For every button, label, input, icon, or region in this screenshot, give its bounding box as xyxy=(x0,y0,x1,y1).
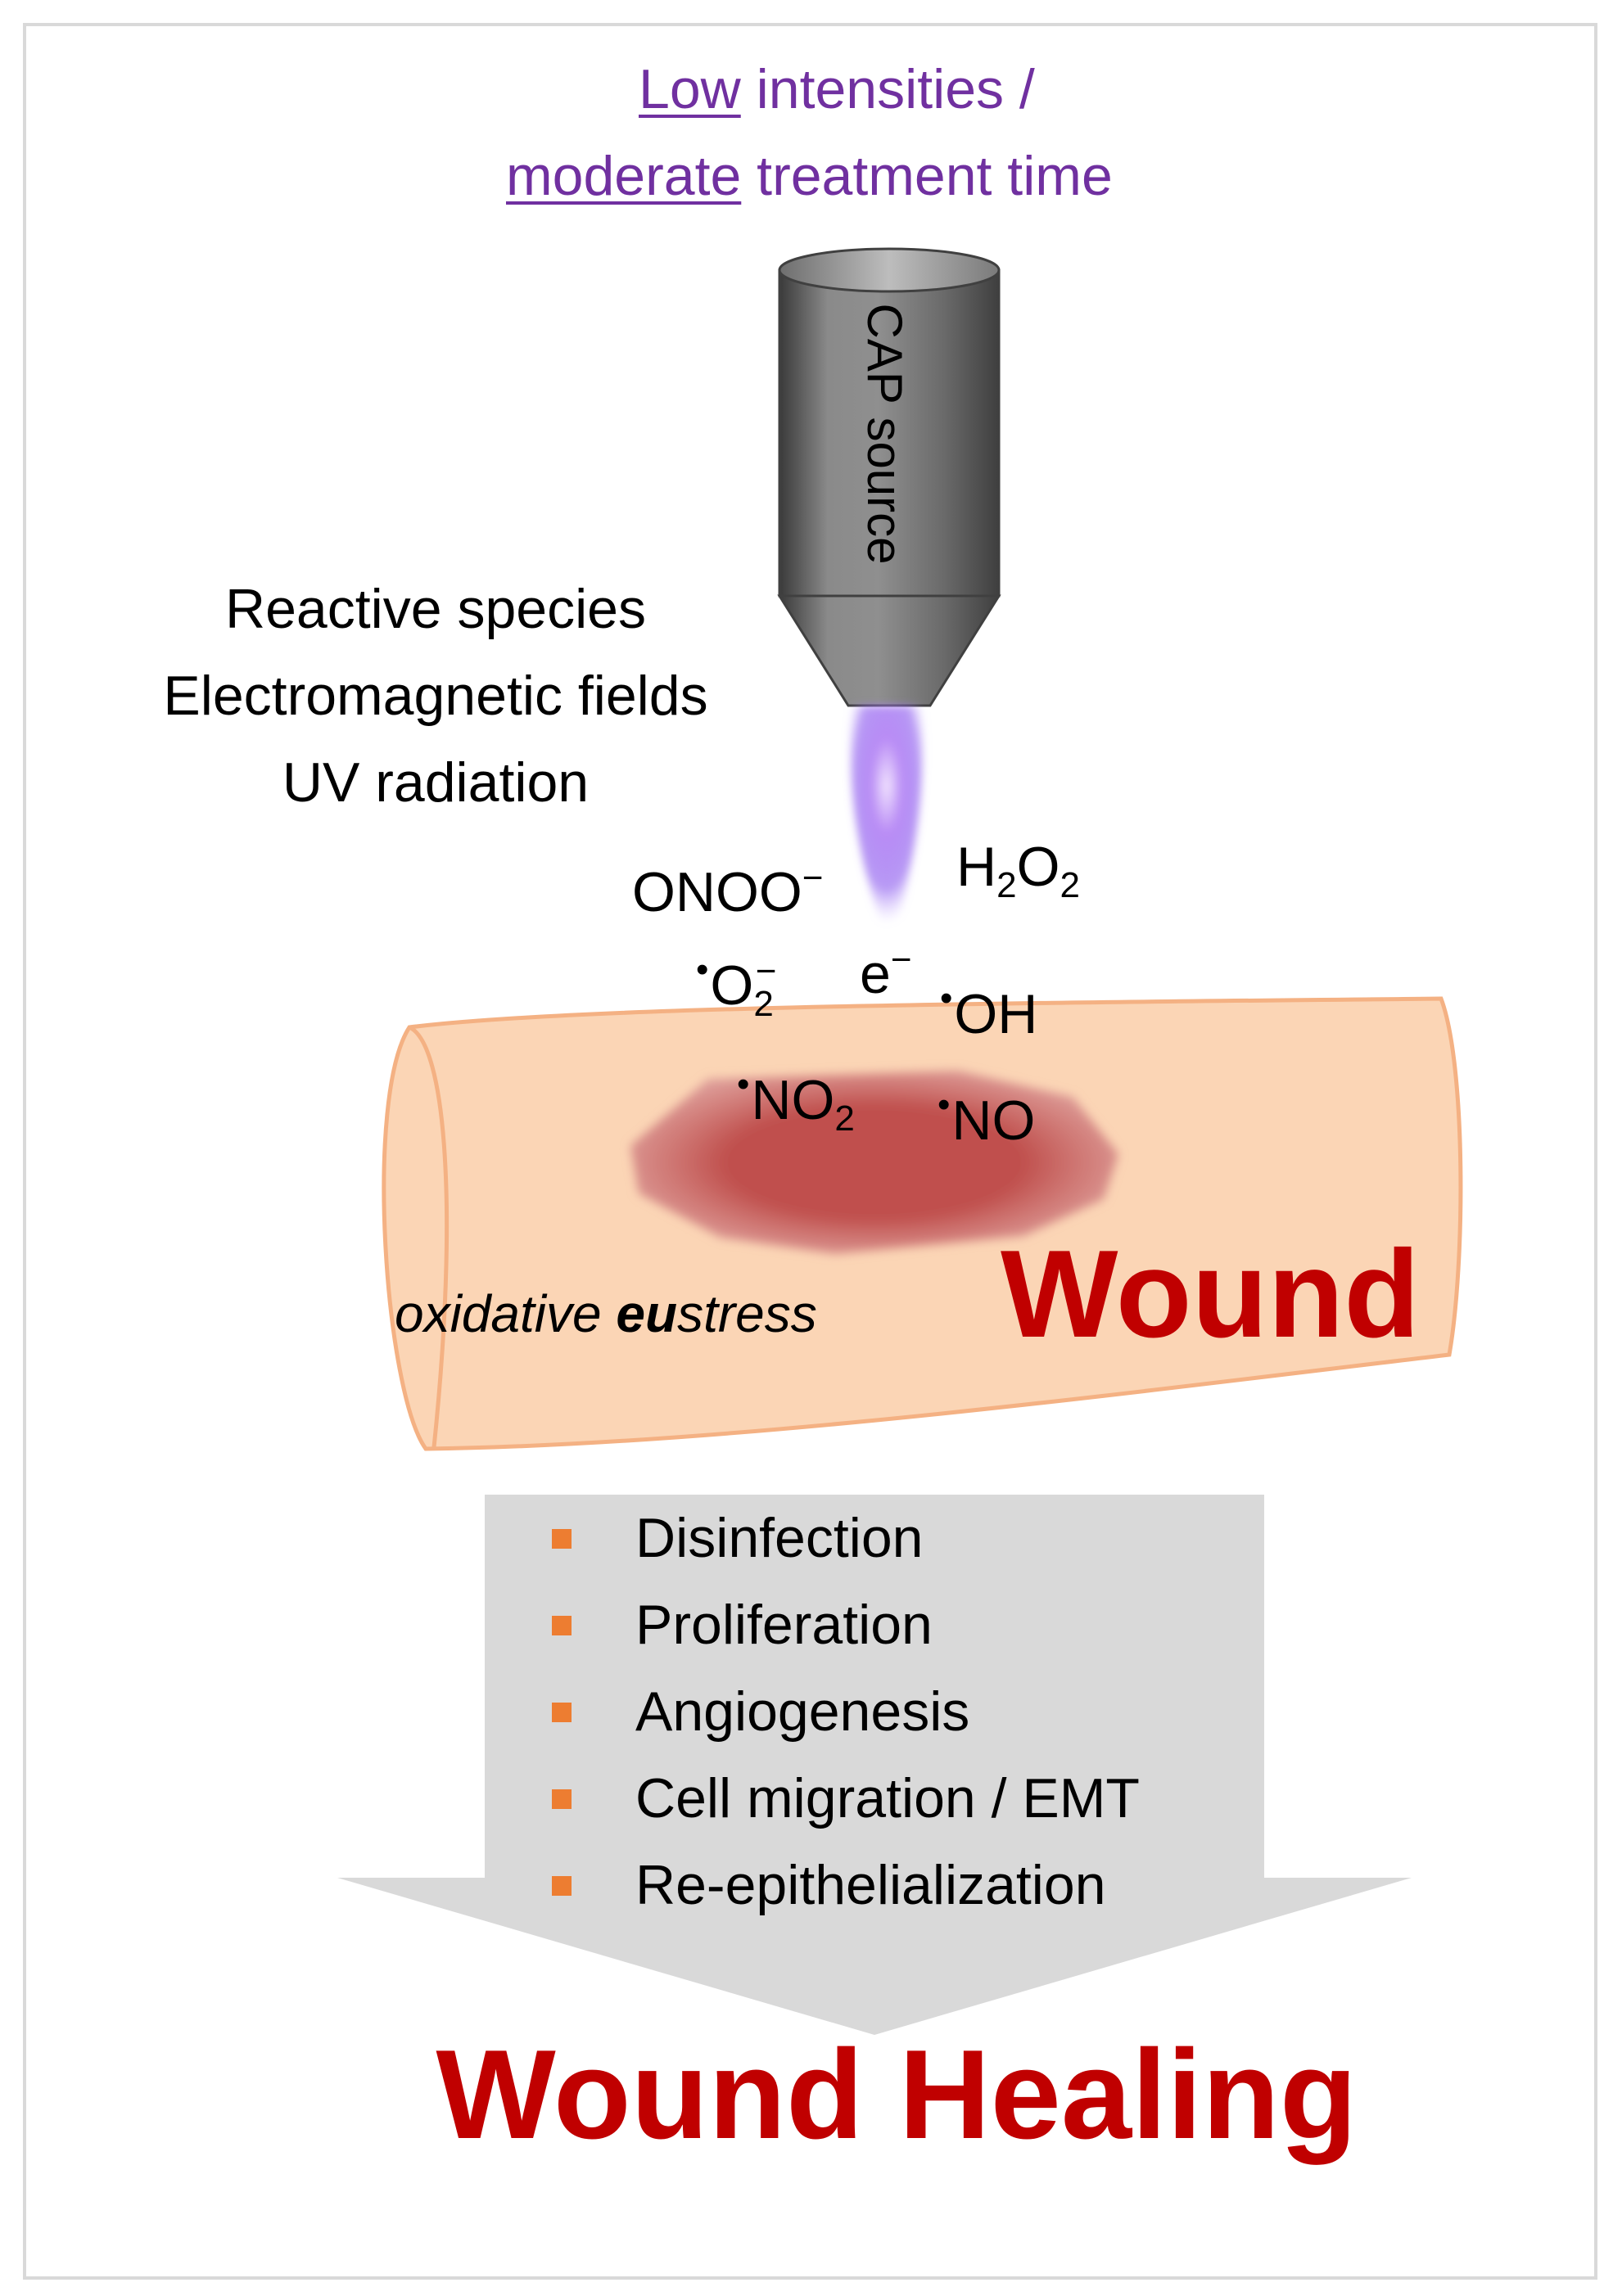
species-hydroxyl: •OH xyxy=(940,978,1038,1045)
outcome-angiogenesis: Angiogenesis xyxy=(635,1680,970,1743)
figure-border xyxy=(23,23,1597,2280)
factor-uv: UV radiation xyxy=(282,751,590,814)
wound-label: Wound xyxy=(1001,1225,1420,1364)
species-nitrogen-dioxide: •NO2 xyxy=(737,1064,855,1139)
outcome-proliferation: Proliferation xyxy=(635,1594,933,1656)
cap-source-label: CAP source xyxy=(857,303,912,564)
species-superoxide: •O2− xyxy=(696,950,777,1024)
oxidative-eustress-label: oxidative eustress xyxy=(395,1284,817,1343)
healing-arrow xyxy=(337,1495,1412,2035)
cap-source-nozzle xyxy=(777,594,1001,707)
factor-em-fields: Electromagnetic fields xyxy=(163,665,708,727)
species-hydrogen-peroxide: H2O2 xyxy=(956,836,1080,905)
treatment-line-1: Low intensities / xyxy=(639,57,1035,121)
outcome-cell-migration: Cell migration / EMT xyxy=(635,1767,1140,1829)
species-peroxynitrite: ONOO− xyxy=(632,858,824,923)
treatment-moderate: moderate xyxy=(506,145,742,207)
treatment-low: Low xyxy=(639,58,741,120)
outcome-bullet-icon xyxy=(552,1789,572,1809)
outcome-bullet-icon xyxy=(552,1616,572,1635)
wound-healing-label: Wound Healing xyxy=(436,2023,1357,2165)
factor-reactive-species: Reactive species xyxy=(224,578,647,640)
outcome-bullet-icon xyxy=(552,1876,572,1896)
cap-source-top xyxy=(778,247,1001,293)
treatment-time: treatment time xyxy=(741,145,1113,207)
skin-end-face xyxy=(408,1025,450,1448)
wound-area xyxy=(630,1071,1118,1254)
species-electron: e− xyxy=(860,940,912,1005)
outcome-bullet-icon xyxy=(552,1703,572,1722)
treatment-line-2: moderate treatment time xyxy=(506,144,1113,208)
outcome-re-epithelialization: Re-epithelialization xyxy=(635,1854,1106,1916)
species-nitric-oxide: •NO xyxy=(938,1085,1036,1152)
cap-source-device xyxy=(777,247,1001,707)
treatment-intensities: intensities / xyxy=(740,58,1035,120)
outcome-disinfection: Disinfection xyxy=(635,1507,924,1569)
outcome-bullet-icon xyxy=(552,1529,572,1549)
plasma-plume xyxy=(850,706,924,935)
